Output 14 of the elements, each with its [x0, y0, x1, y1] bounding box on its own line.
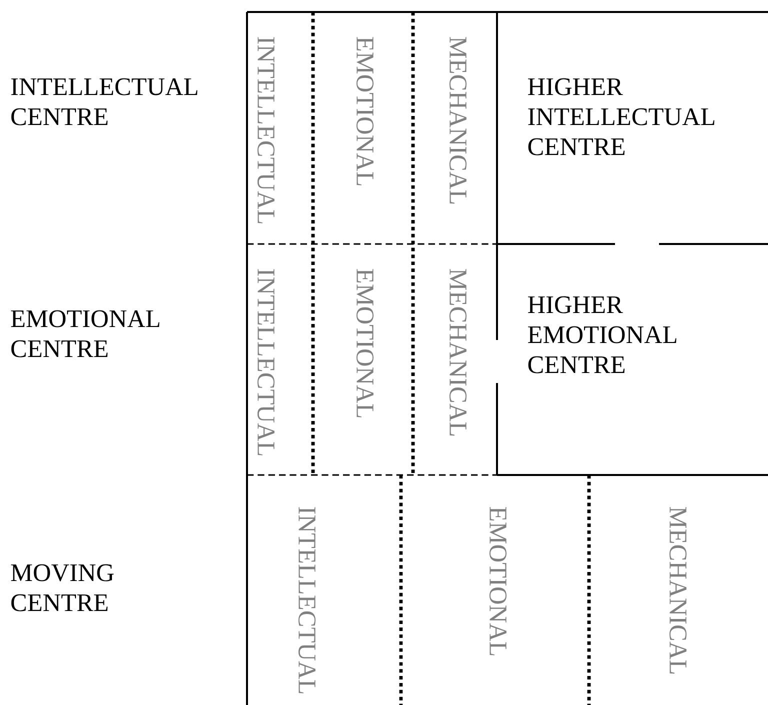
vertical-label: EMOTIONAL — [356, 37, 374, 186]
centre-label: HIGHER INTELLECTUAL CENTRE — [528, 78, 714, 156]
side-label: MOVING CENTRE — [11, 564, 114, 612]
side-label: INTELLECTUAL CENTRE — [11, 78, 198, 126]
vertical-label: INTELLECTUAL — [298, 507, 316, 694]
side-label: EMOTIONAL CENTRE — [11, 310, 160, 358]
vertical-label: MECHANICAL — [450, 269, 466, 436]
centre-label: HIGHER EMOTIONAL CENTRE — [528, 296, 676, 374]
vertical-label: EMOTIONAL — [490, 507, 506, 656]
vertical-label: INTELLECTUAL — [258, 37, 274, 224]
vertical-label: MECHANICAL — [450, 37, 466, 204]
vertical-label: INTELLECTUAL — [258, 269, 274, 456]
vertical-label: MECHANICAL — [670, 507, 686, 674]
vertical-label: EMOTIONAL — [356, 269, 374, 418]
